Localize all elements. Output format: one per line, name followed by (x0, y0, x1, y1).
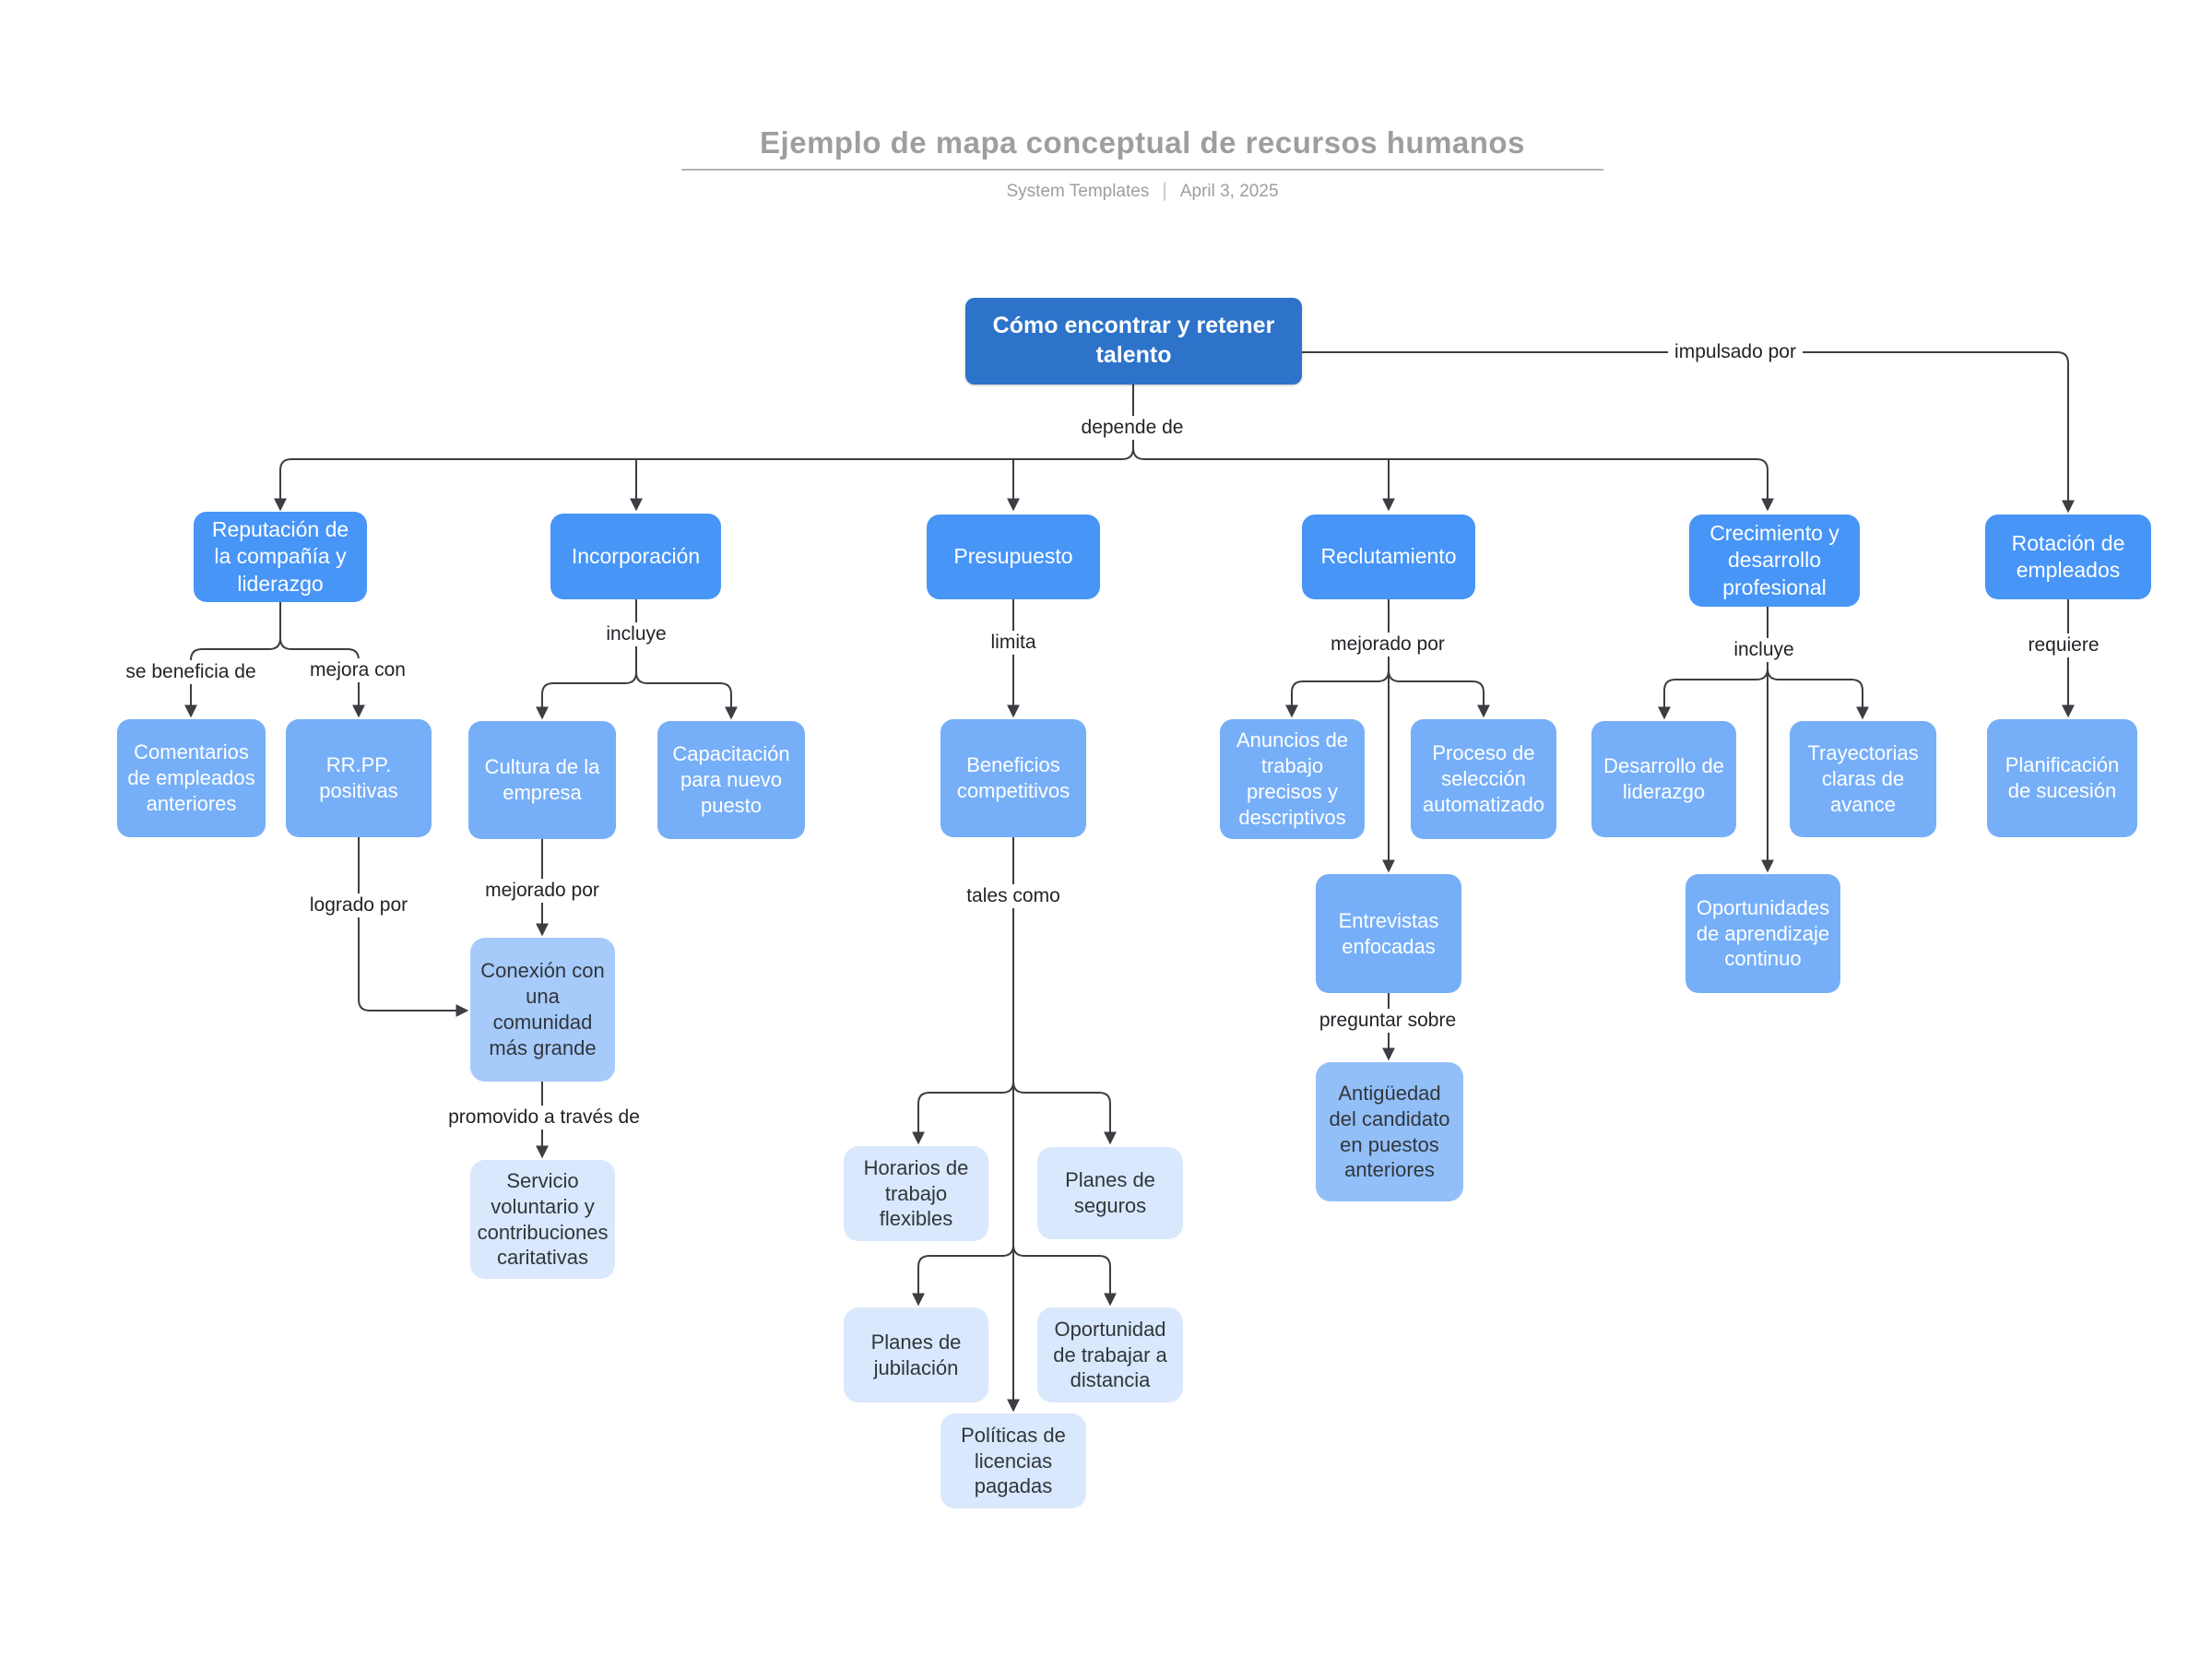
edge-label-promovido-a-traves-de: promovido a través de (442, 1106, 646, 1130)
edge-reclutamiento-to-proceso (1388, 599, 1490, 718)
edge-reclutamiento-to-anuncios (1285, 599, 1390, 718)
edge-label-incluye-crecimiento: incluye (1727, 638, 1801, 662)
edge-label-mejorado-por-cultura: mejorado por (479, 879, 606, 903)
edge-incorporacion-to-capacitacion (635, 599, 738, 720)
title-divider (681, 169, 1603, 171)
edge-fork-to-seguros (1012, 1081, 1117, 1145)
edge-fork-to-distancia (1012, 1244, 1117, 1307)
node-anuncios[interactable]: Anuncios de trabajo precisos y descripti… (1220, 719, 1365, 839)
edge-fork-to-horarios (912, 1081, 1014, 1145)
edge-label-mejorado-por-reclutamiento: mejorado por (1324, 633, 1451, 657)
node-root-talento[interactable]: Cómo encontrar y retener talento (965, 298, 1302, 385)
node-oportunidades-aprendizaje[interactable]: Oportunidades de aprendizaje continuo (1686, 874, 1840, 993)
node-conexion-comunidad[interactable]: Conexión con una comunidad más grande (470, 938, 615, 1082)
node-comentarios[interactable]: Comentarios de empleados anteriores (117, 719, 266, 837)
edge-root-to-crecimiento (1132, 385, 1774, 512)
subtitle-date: April 3, 2025 (1179, 182, 1279, 201)
subtitle: System Templates | April 3, 2025 (681, 180, 1603, 202)
edge-crecimiento-to-desarrollo (1658, 607, 1768, 720)
edge-root-to-reputacion (274, 385, 1134, 512)
node-capacitacion[interactable]: Capacitación para nuevo puesto (657, 721, 805, 839)
edge-label-incluye-incorporacion: incluye (599, 622, 673, 646)
node-rrpp[interactable]: RR.PP. positivas (286, 719, 432, 837)
node-cultura[interactable]: Cultura de la empresa (468, 721, 616, 839)
edge-root-to-rotacion (1302, 351, 2075, 514)
node-trayectorias[interactable]: Trayectorias claras de avance (1790, 721, 1936, 837)
edge-fork-to-jubilacion (912, 1244, 1014, 1307)
edge-label-preguntar-sobre: preguntar sobre (1312, 1009, 1463, 1033)
node-desarrollo-liderazgo[interactable]: Desarrollo de liderazgo (1591, 721, 1736, 837)
edge-label-impulsado-por: impulsado por (1668, 340, 1803, 364)
edge-label-logrado-por: logrado por (302, 893, 415, 917)
node-rotacion[interactable]: Rotación de empleados (1985, 515, 2151, 599)
node-politicas-licencias[interactable]: Políticas de licencias pagadas (940, 1414, 1086, 1508)
edge-rrpp-to-conexion (358, 837, 469, 1017)
edge-reputacion-to-comentarios (184, 602, 281, 718)
edge-label-mejora-con: mejora con (303, 658, 412, 682)
node-reclutamiento[interactable]: Reclutamiento (1302, 515, 1475, 599)
subtitle-source: System Templates (1006, 182, 1150, 201)
edge-label-limita: limita (984, 631, 1043, 655)
page-title: Ejemplo de mapa conceptual de recursos h… (760, 125, 1525, 160)
edge-crecimiento-to-trayectorias (1767, 607, 1869, 720)
subtitle-separator: | (1162, 180, 1167, 201)
edge-incorporacion-to-cultura (536, 599, 637, 720)
node-antiguedad-candidato[interactable]: Antigüedad del candidato en puestos ante… (1316, 1062, 1463, 1201)
node-beneficios[interactable]: Beneficios competitivos (940, 719, 1086, 837)
node-entrevistas[interactable]: Entrevistas enfocadas (1316, 874, 1461, 993)
edge-label-tales-como: tales como (960, 884, 1067, 908)
edge-reputacion-to-rrpp (279, 602, 365, 718)
node-incorporacion[interactable]: Incorporación (550, 514, 721, 599)
node-trabajo-distancia[interactable]: Oportunidad de trabajar a distancia (1037, 1307, 1183, 1402)
edge-label-depende-de: depende de (1074, 416, 1190, 440)
node-crecimiento[interactable]: Crecimiento y desarrollo profesional (1689, 515, 1860, 607)
node-planes-jubilacion[interactable]: Planes de jubilación (844, 1307, 988, 1402)
edge-label-requiere: requiere (2021, 633, 2106, 657)
node-reputacion[interactable]: Reputación de la compañía y liderazgo (194, 512, 367, 602)
node-proceso-seleccion[interactable]: Proceso de selección automatizado (1411, 719, 1556, 839)
edge-label-se-beneficia-de: se beneficia de (119, 660, 263, 684)
node-planificacion-sucesion[interactable]: Planificación de sucesión (1987, 719, 2137, 837)
node-horarios-flexibles[interactable]: Horarios de trabajo flexibles (844, 1146, 988, 1241)
node-planes-seguros[interactable]: Planes de seguros (1037, 1147, 1183, 1239)
node-servicio-voluntario[interactable]: Servicio voluntario y contribuciones car… (470, 1160, 615, 1279)
node-presupuesto[interactable]: Presupuesto (927, 515, 1100, 599)
